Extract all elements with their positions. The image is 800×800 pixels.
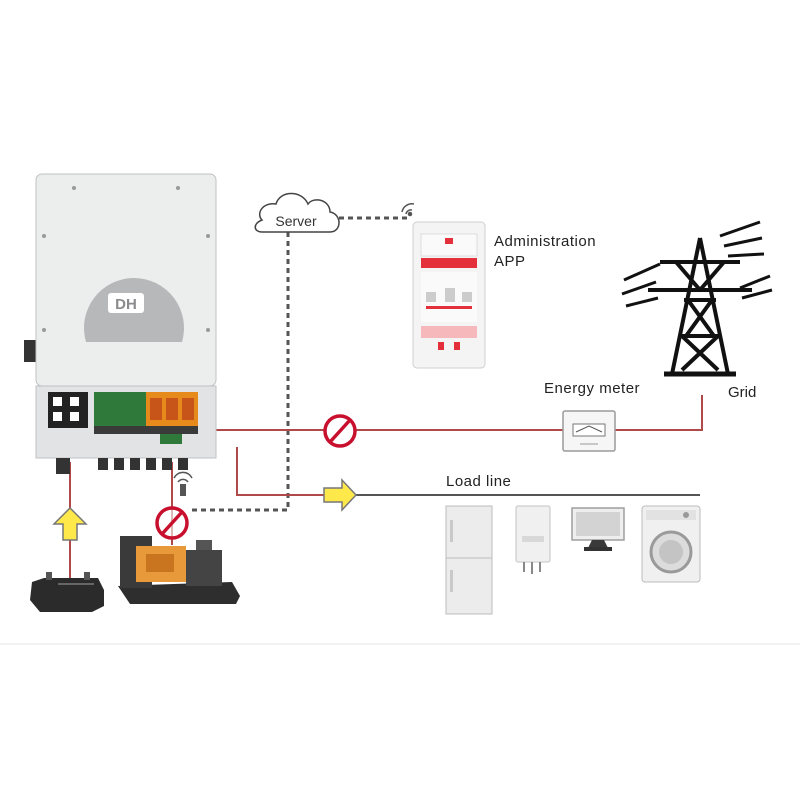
grid-label: Grid (728, 384, 756, 401)
battery-arrow-icon (52, 506, 88, 541)
wifi-icon (401, 203, 415, 217)
monitor-icon (571, 507, 625, 551)
server-label: Server (275, 213, 317, 229)
generator-forbid-icon (155, 506, 189, 540)
server-to-inverter-line (190, 232, 290, 512)
phone-icon (412, 221, 486, 369)
inverter-logo: DH (115, 296, 137, 313)
generator-icon (118, 536, 240, 604)
forbid-icon (323, 414, 357, 448)
meter-icon (562, 410, 616, 452)
load-line-label: Load line (446, 473, 511, 490)
hybrid-inverter: DH (24, 173, 217, 474)
admin-app-label-line2: APP (494, 253, 526, 270)
wifi-dongle-icon (173, 471, 193, 496)
boiler-icon (515, 505, 551, 574)
grid-ac-line (205, 395, 703, 431)
washer-icon (641, 505, 701, 583)
load-arrow-icon (323, 478, 358, 512)
comm-lines (190, 216, 408, 512)
cloud-icon (254, 192, 340, 233)
energy-meter-label: Energy meter (544, 380, 640, 397)
fridge-icon (445, 505, 493, 615)
admin-app-label-line1: Administration (494, 233, 596, 250)
battery-icon (30, 572, 104, 612)
pylon-icon (621, 220, 773, 377)
